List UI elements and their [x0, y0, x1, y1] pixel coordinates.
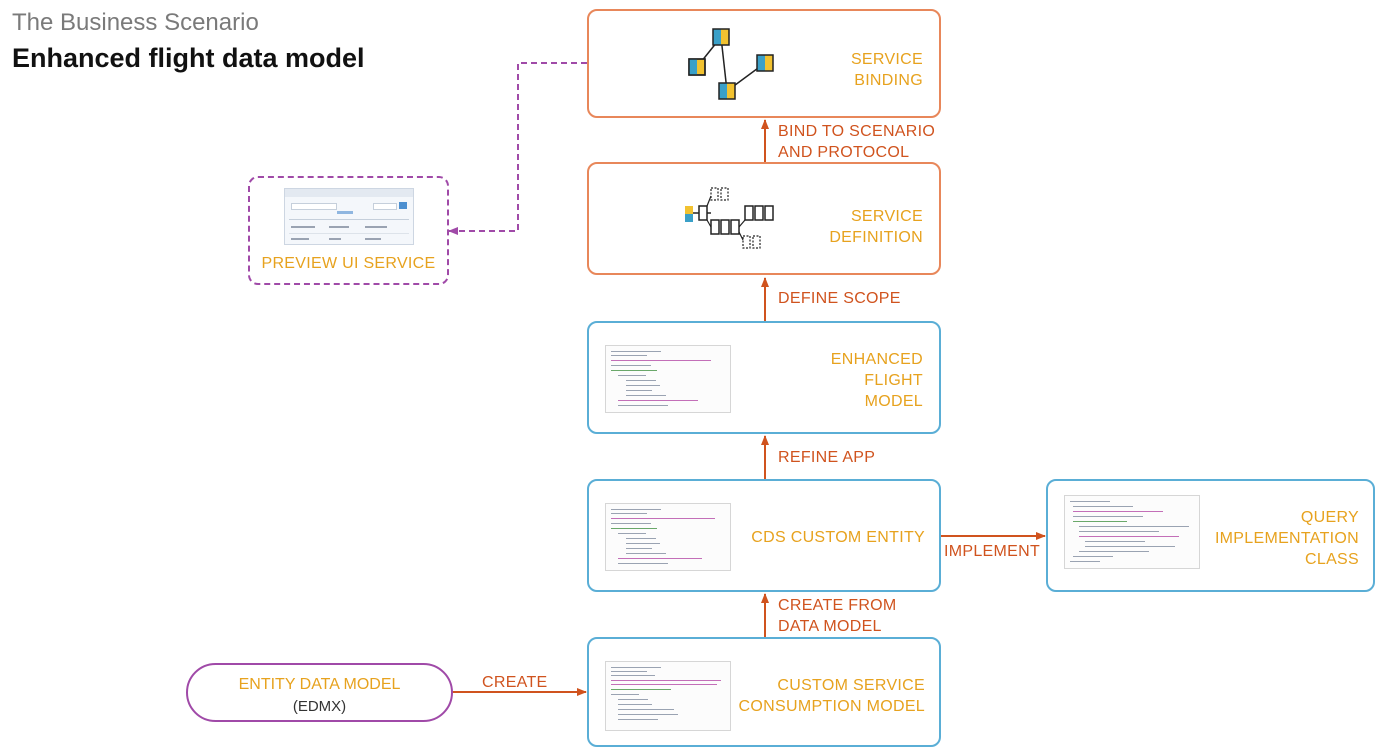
query-implementation-class-box[interactable]: QUERY IMPLEMENTATION CLASS	[1046, 479, 1375, 592]
service-definition-box[interactable]: SERVICE DEFINITION	[587, 162, 941, 275]
entity-data-model-label: ENTITY DATA MODEL	[238, 676, 401, 693]
query-implementation-class-label: QUERY IMPLEMENTATION CLASS	[1214, 509, 1359, 568]
edge-label-implement: IMPLEMENT	[944, 543, 1041, 560]
code-editor-icon	[1064, 495, 1200, 569]
page-supertitle: The Business Scenario	[12, 9, 259, 36]
service-definition-label: SERVICE DEFINITION	[829, 208, 923, 246]
edge-label-create-from: CREATE FROM DATA MODEL	[778, 597, 897, 635]
custom-service-consumption-model-box[interactable]: CUSTOM SERVICE CONSUMPTION MODEL	[587, 637, 941, 747]
edge-label-bind: BIND TO SCENARIO AND PROTOCOL	[778, 123, 936, 161]
cds-custom-entity-label: CDS CUSTOM ENTITY	[751, 529, 925, 546]
code-editor-icon	[605, 503, 731, 571]
preview-ui-service-box[interactable]: PREVIEW UI SERVICE	[248, 176, 449, 285]
arrow-preview	[448, 62, 587, 235]
tree-structure-icon	[685, 187, 774, 249]
ui-screenshot-icon	[284, 188, 414, 245]
cds-custom-entity-box[interactable]: CDS CUSTOM ENTITY	[587, 479, 941, 592]
entity-data-model-pill[interactable]: ENTITY DATA MODEL (EDMX)	[186, 663, 453, 722]
code-editor-icon	[605, 345, 731, 413]
service-binding-label: SERVICE BINDING	[850, 51, 923, 89]
edge-label-create: CREATE	[482, 674, 548, 691]
edge-label-define-scope: DEFINE SCOPE	[778, 290, 901, 307]
page-title: Enhanced flight data model	[12, 43, 365, 73]
enhanced-flight-model-box[interactable]: ENHANCED FLIGHT MODEL	[587, 321, 941, 434]
enhanced-flight-model-label: ENHANCED FLIGHT MODEL	[830, 351, 923, 410]
service-binding-box[interactable]: SERVICE BINDING	[587, 9, 941, 118]
entity-data-model-sublabel: (EDMX)	[292, 698, 347, 715]
edge-label-refine-app: REFINE APP	[778, 449, 876, 466]
node-network-icon	[688, 28, 774, 100]
preview-ui-service-label: PREVIEW UI SERVICE	[261, 255, 436, 272]
custom-service-consumption-model-label: CUSTOM SERVICE CONSUMPTION MODEL	[738, 677, 925, 715]
code-editor-icon	[605, 661, 731, 731]
